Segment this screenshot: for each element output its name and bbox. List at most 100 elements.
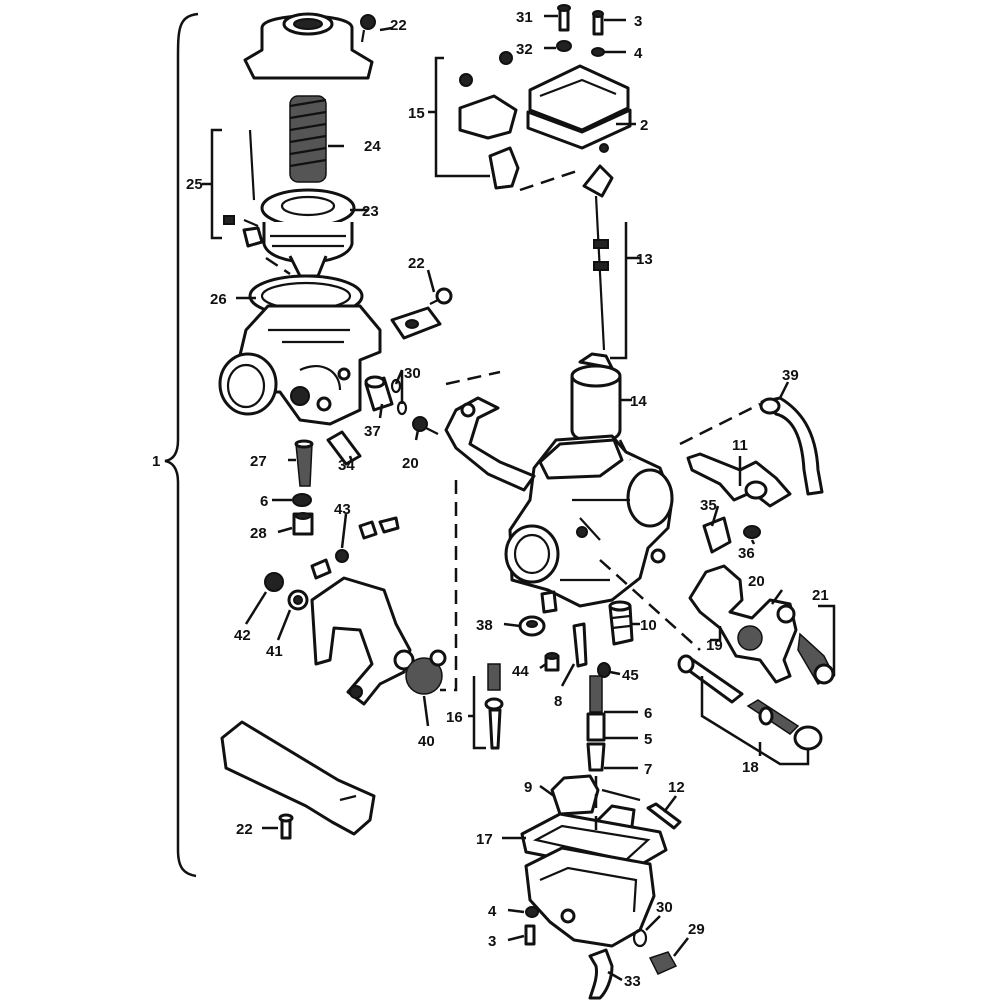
float-bowl [524, 846, 656, 948]
callout-44: 44 [512, 663, 529, 680]
bracket-part-15 [458, 51, 520, 190]
pin-part-37 [364, 375, 394, 412]
screw-part-22 [360, 14, 376, 43]
callout-22-top: 22 [390, 17, 407, 34]
washer-part-4-top [591, 47, 605, 57]
callout-17: 17 [476, 831, 493, 848]
needle-clip-part-25 [223, 129, 264, 248]
callout-12: 12 [668, 779, 685, 796]
oring-part-30 [390, 378, 408, 416]
callout-1: 1 [152, 453, 160, 470]
callout-14: 14 [630, 393, 647, 410]
linkage-part-20-right [688, 564, 798, 684]
callout-13: 13 [636, 251, 653, 268]
callout-20-right: 20 [748, 573, 765, 590]
bracket-part-35 [702, 516, 732, 554]
spring-part-21 [797, 632, 836, 685]
callout-28: 28 [250, 525, 267, 542]
screw-part-22-mid [429, 287, 453, 305]
hose-part-39 [759, 396, 824, 496]
screw-part-16 [484, 663, 504, 750]
upper-carburetor-body [218, 304, 382, 426]
callout-40: 40 [418, 733, 435, 750]
callout-43: 43 [334, 501, 351, 518]
callout-22-mid: 22 [408, 255, 425, 272]
callout-30-top: 30 [404, 365, 421, 382]
callout-4-top: 4 [634, 45, 643, 62]
linkage-lever [310, 576, 415, 706]
callout-35: 35 [700, 497, 717, 514]
throttle-arm [444, 396, 536, 492]
jet-part-10 [608, 600, 634, 646]
cap-part-40 [405, 649, 447, 695]
callout-33: 33 [624, 973, 641, 990]
screw-part-18 [746, 699, 823, 751]
callout-38: 38 [476, 617, 493, 634]
callout-6-left: 6 [260, 493, 268, 510]
needle-part-13 [582, 143, 614, 351]
assembly-bracket [164, 12, 199, 878]
callout-32: 32 [516, 41, 533, 58]
callout-23: 23 [362, 203, 379, 220]
pin-part-34 [326, 430, 362, 466]
callout-3-top: 3 [634, 13, 642, 30]
callout-10: 10 [640, 617, 657, 634]
screw-part-20-left [412, 416, 439, 435]
washer-part-41 [287, 589, 309, 611]
leader-lines [202, 14, 836, 982]
callout-24: 24 [364, 138, 381, 155]
top-cap [243, 12, 374, 80]
callout-2: 2 [640, 117, 648, 134]
callout-5: 5 [644, 731, 652, 748]
callout-29: 29 [688, 921, 705, 938]
callout-27: 27 [250, 453, 267, 470]
callout-39: 39 [782, 367, 799, 384]
screw-part-44 [544, 652, 560, 672]
cover-part-2 [526, 64, 632, 150]
callout-labels: 22 24 25 23 22 26 30 37 20 27 34 1 6 43 … [152, 9, 829, 990]
callout-19: 19 [706, 637, 723, 654]
callout-41: 41 [266, 643, 283, 660]
callout-26: 26 [210, 291, 227, 308]
callout-36: 36 [738, 545, 755, 562]
screw-part-31 [557, 4, 571, 32]
callout-25: 25 [186, 176, 203, 193]
washer-part-6 [292, 493, 312, 507]
callout-9: 9 [524, 779, 532, 796]
callout-31: 31 [516, 9, 533, 26]
callout-20-left: 20 [402, 455, 419, 472]
callout-15: 15 [408, 105, 425, 122]
callout-6-right: 6 [644, 705, 652, 722]
jet-part-28 [292, 512, 314, 536]
rod-part-19 [677, 654, 744, 704]
washer-part-36 [743, 525, 761, 539]
callout-22-bottom: 22 [236, 821, 253, 838]
nut-part-42 [264, 572, 284, 592]
pin-part-12 [646, 802, 682, 830]
cover-plate [220, 720, 376, 836]
callout-34: 34 [338, 457, 355, 474]
diaphragm-part-23 [260, 188, 356, 278]
callout-7: 7 [644, 761, 652, 778]
screw-part-22-bottom [278, 813, 294, 840]
jet-stack-part-5-6-7 [586, 675, 606, 772]
callout-37: 37 [364, 423, 381, 440]
screw-part-3-top [592, 10, 604, 36]
callout-11: 11 [732, 437, 748, 454]
washer-part-32 [556, 40, 572, 52]
screw-part-29 [648, 951, 678, 975]
callout-18: 18 [742, 759, 759, 776]
washer-part-45 [597, 662, 611, 678]
callout-45: 45 [622, 667, 639, 684]
callout-3-bottom: 3 [488, 933, 496, 950]
main-carburetor-body [504, 434, 674, 608]
washer-part-4-bottom [525, 906, 539, 918]
oring-part-30-bottom [632, 928, 648, 948]
piston-part-14 [570, 352, 622, 444]
jet-part-27 [294, 439, 314, 487]
callout-8: 8 [554, 693, 562, 710]
screw-part-3-bottom [524, 924, 536, 946]
callout-42: 42 [234, 627, 251, 644]
plug-part-38 [518, 590, 558, 637]
